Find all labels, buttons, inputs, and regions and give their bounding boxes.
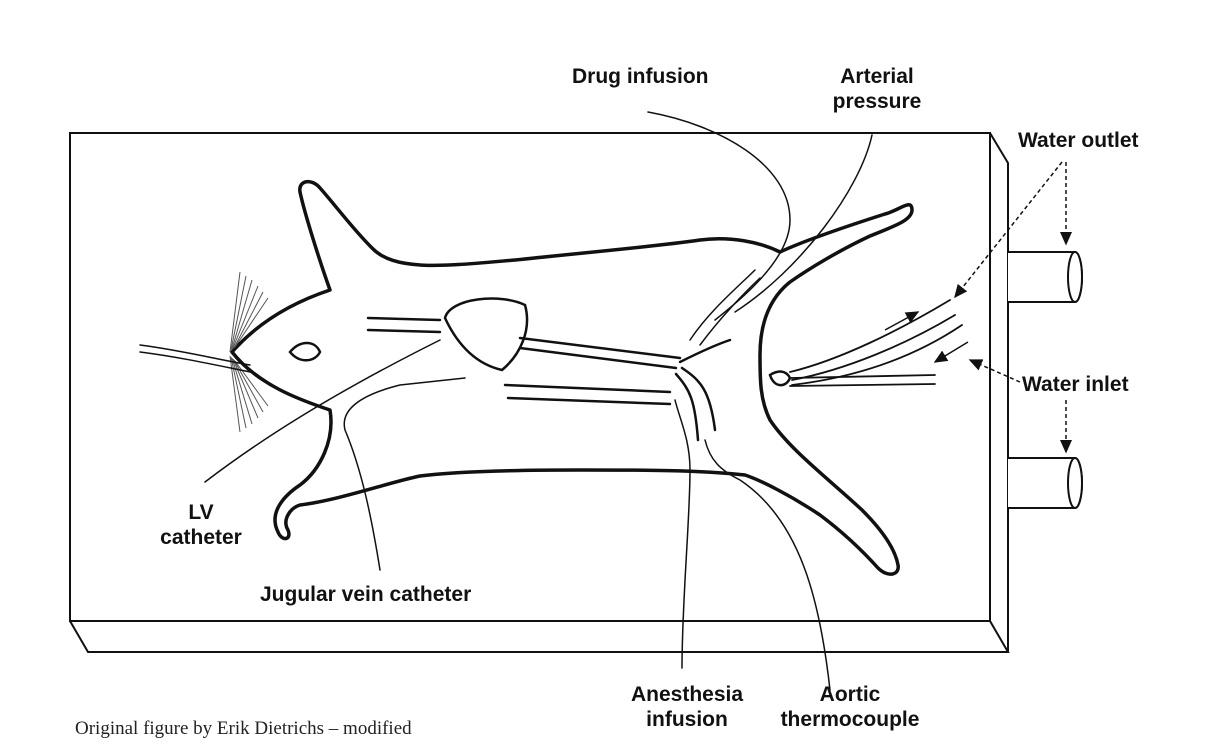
lv-catheter-label-line1: LV (146, 500, 256, 525)
arterial-pressure-label: Arterial pressure (818, 64, 936, 114)
aorta-upper (520, 338, 680, 368)
anesthesia-infusion-label-line1: Anesthesia (612, 682, 762, 707)
lv-catheter-label: LV catheter (146, 500, 256, 550)
drug-infusion-tube (648, 112, 790, 320)
jugular-vein-catheter-label: Jugular vein catheter (260, 582, 471, 607)
water-inlet-arrow-tube (970, 360, 1020, 382)
heart (445, 299, 527, 370)
inlet-flow-arrow (935, 342, 968, 362)
skull-feature (290, 343, 320, 360)
trachea (368, 318, 440, 332)
whiskers (230, 272, 268, 432)
tail-base (770, 372, 790, 386)
tail-tubes (790, 300, 962, 386)
vena-cava (505, 385, 670, 404)
iliac-left (680, 340, 730, 362)
board-side-edge (990, 133, 1008, 652)
heating-board (70, 133, 1008, 652)
water-outlet-label: Water outlet (1018, 128, 1139, 153)
femoral-lines (690, 270, 760, 345)
aortic-thermocouple-label-line1: Aortic (764, 682, 936, 707)
water-inlet-label: Water inlet (1022, 372, 1129, 397)
board-front-edge (70, 621, 1008, 652)
figure-credit: Original figure by Erik Dietrichs – modi… (75, 718, 412, 740)
anesthesia-infusion-label-line2: infusion (612, 707, 762, 732)
iliac-vessels (676, 368, 715, 440)
leader-arrows (955, 162, 1066, 452)
anesthesia-infusion-label: Anesthesia infusion (612, 682, 762, 732)
arterial-pressure-label-line2: pressure (818, 89, 936, 114)
flow-arrows (885, 312, 968, 362)
aortic-thermocouple-label: Aortic thermocouple (764, 682, 936, 732)
water-connector-bottom (1008, 458, 1082, 508)
water-connector-top (1008, 252, 1082, 302)
drug-infusion-label: Drug infusion (572, 64, 708, 89)
arterial-pressure-label-line1: Arterial (818, 64, 936, 89)
aortic-thermocouple-label-line2: thermocouple (764, 707, 936, 732)
lv-catheter-label-line2: catheter (146, 525, 256, 550)
anesthesia-infusion-tube (675, 400, 690, 668)
